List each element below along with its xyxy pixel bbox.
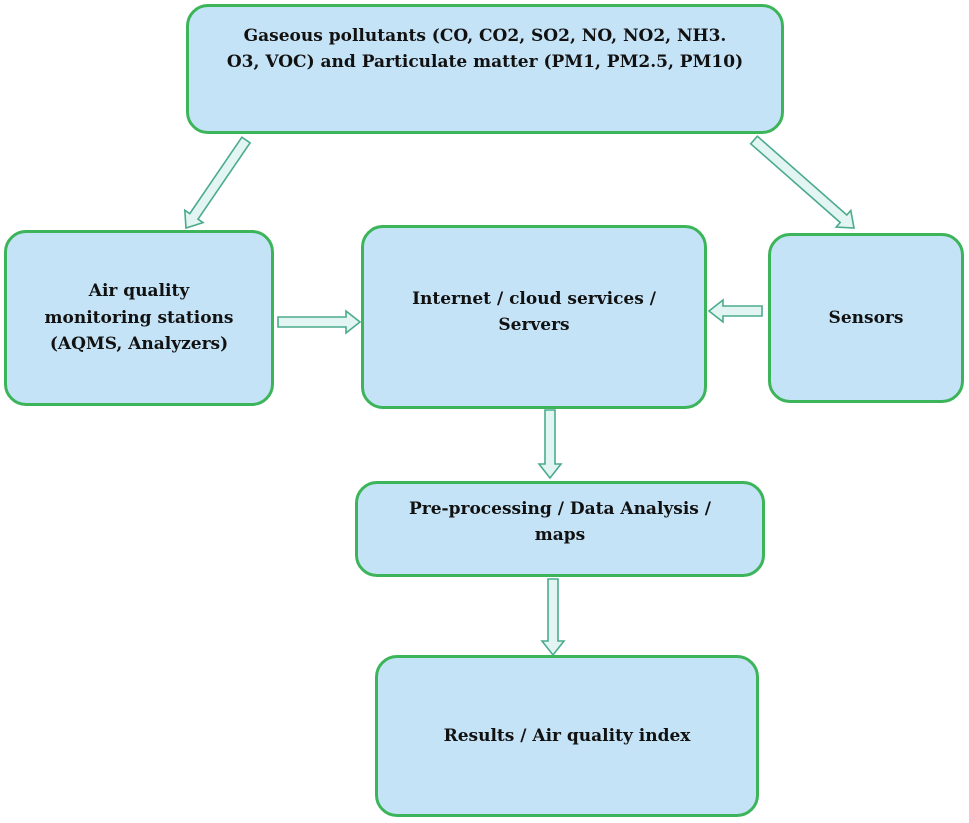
arrow-sensors-internet	[707, 298, 763, 324]
preprocessing-node: Pre-processing / Data Analysis / maps	[355, 481, 765, 577]
arrow-pollutants-sensors	[749, 135, 855, 229]
internet-label: Internet / cloud services / Servers	[412, 289, 656, 336]
results-label: Results / Air quality index	[443, 725, 691, 746]
aqms-node: Air quality monitoring stations (AQMS, A…	[4, 230, 274, 406]
arrow-pollutants-aqms	[183, 136, 252, 230]
arrow-aqms-internet	[277, 309, 362, 335]
internet-node: Internet / cloud services / Servers	[361, 225, 707, 409]
preprocessing-label: Pre-processing / Data Analysis / maps	[408, 499, 712, 546]
sensors-node: Sensors	[768, 233, 964, 403]
arrow-internet-preprocessing	[537, 409, 563, 480]
results-node: Results / Air quality index	[375, 655, 759, 817]
arrow-preprocessing-results	[540, 578, 566, 657]
pollutants-label: Gaseous pollutants (CO, CO2, SO2, NO, NO…	[226, 26, 744, 73]
aqms-label: Air quality monitoring stations (AQMS, A…	[44, 281, 234, 355]
pollutants-node: Gaseous pollutants (CO, CO2, SO2, NO, NO…	[186, 4, 784, 134]
sensors-label: Sensors	[828, 307, 904, 328]
